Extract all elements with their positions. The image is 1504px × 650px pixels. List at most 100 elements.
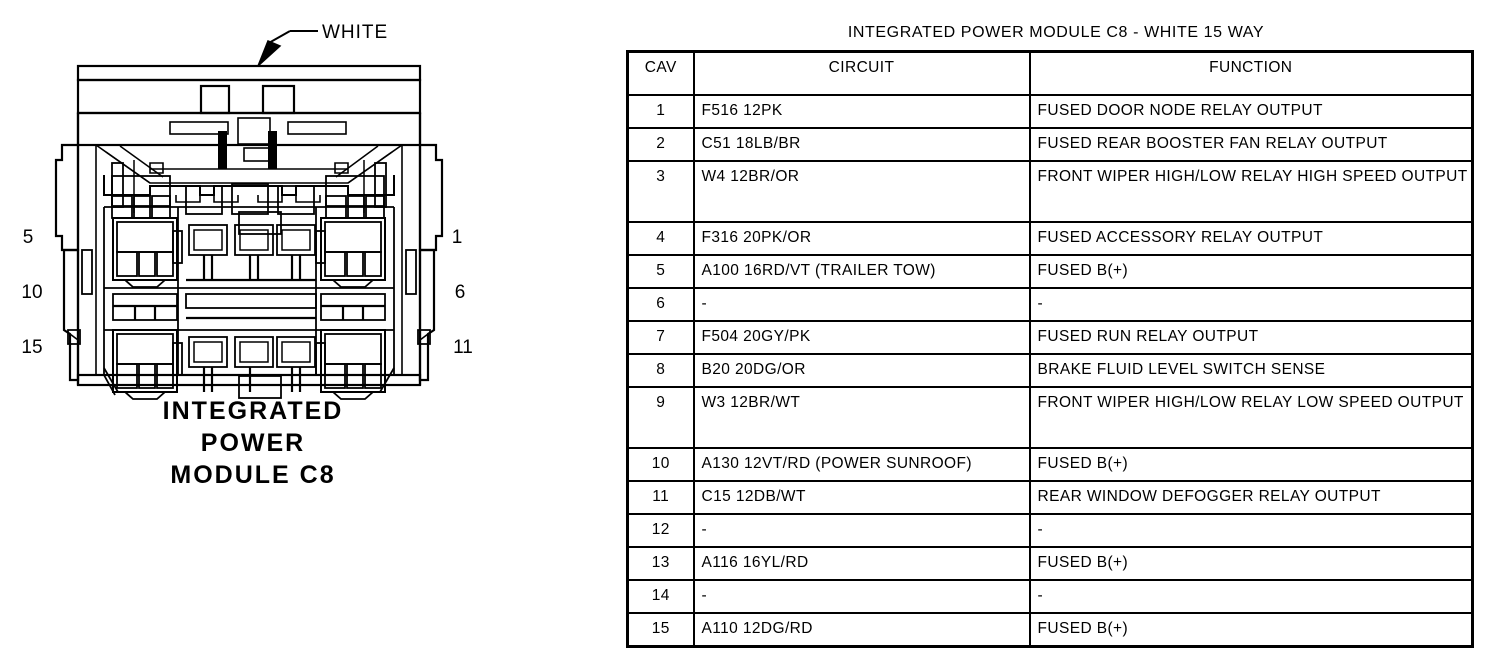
key-post-center: [237, 117, 271, 145]
cell-cav: 4: [626, 221, 695, 256]
right-lower-rail: [418, 248, 436, 382]
table-header-row: CAV CIRCUIT FUNCTION: [626, 50, 1474, 96]
cell-circuit: -: [692, 287, 1031, 322]
pin-number-right-6: 6: [455, 282, 466, 303]
pinout-table-panel: INTEGRATED POWER MODULE C8 - WHITE 15 WA…: [626, 0, 1486, 648]
terminal-retainer-bar: [103, 175, 395, 196]
cell-cav: 12: [626, 513, 695, 548]
cell-cav: 3: [626, 160, 695, 223]
table-title: INTEGRATED POWER MODULE C8 - WHITE 15 WA…: [847, 24, 1265, 41]
caption-line-1: INTEGRATED: [163, 397, 344, 425]
cell-cav: 13: [626, 546, 695, 581]
connector-illustration: WHITE 5 10 15 1 6 11 INTEGRATED POWER MO…: [21, 22, 473, 489]
top-tab-right: [261, 84, 296, 115]
column-header-cav: CAV: [626, 50, 695, 96]
pin-number-right-1: 1: [452, 227, 463, 248]
tab-right-small: [334, 162, 349, 174]
right-lock-tab: [417, 329, 431, 345]
cell-function: FUSED B(+): [1028, 546, 1474, 581]
cell-function: REAR WINDOW DEFOGGER RELAY OUTPUT: [1028, 480, 1474, 515]
cell-function: FRONT WIPER HIGH/LOW RELAY HIGH SPEED OU…: [1028, 160, 1474, 223]
cell-circuit: B20 20DG/OR: [692, 353, 1031, 388]
left-lock-slot: [81, 249, 93, 295]
cell-function: FUSED B(+): [1028, 447, 1474, 482]
table-row: 14--: [626, 579, 1474, 614]
cell-function: FUSED B(+): [1028, 612, 1474, 648]
cell-function: FUSED DOOR NODE RELAY OUTPUT: [1028, 94, 1474, 129]
cell-cav: 9: [626, 386, 695, 449]
cavity-grid-lines: [103, 206, 395, 375]
caption-line-2: POWER: [201, 429, 305, 457]
cell-function: FUSED RUN RELAY OUTPUT: [1028, 320, 1474, 355]
connector-upper-body: [76, 78, 422, 115]
cell-circuit: W4 12BR/OR: [692, 160, 1031, 223]
table-row: 12--: [626, 513, 1474, 548]
cell-cav: 1: [626, 94, 695, 129]
chamfer-hatching: [105, 145, 393, 213]
cell-circuit: -: [692, 513, 1031, 548]
white-callout-label: WHITE: [322, 22, 388, 43]
right-latch-wing: [418, 143, 444, 252]
pin-number-right-11: 11: [453, 337, 473, 358]
column-header-circuit: CIRCUIT: [692, 50, 1031, 96]
cell-circuit: C15 12DB/WT: [692, 480, 1031, 515]
key-rib-right: [268, 131, 277, 169]
cell-circuit: F316 20PK/OR: [692, 221, 1031, 256]
cell-cav: 11: [626, 480, 695, 515]
pin-number-left-5: 5: [23, 227, 34, 248]
cell-cav: 5: [626, 254, 695, 289]
key-notch-center: [243, 147, 271, 162]
pin-number-left-10: 10: [21, 282, 42, 303]
key-slot-right: [287, 121, 347, 135]
cell-function: -: [1028, 579, 1474, 614]
cavity-row-2: [112, 217, 386, 288]
left-latch-wing: [54, 143, 80, 252]
cell-function: -: [1028, 287, 1474, 322]
white-callout-leader: [266, 30, 318, 45]
cavity-row-3-strip: [112, 293, 386, 321]
cell-function: -: [1028, 513, 1474, 548]
key-rib-left: [218, 131, 227, 169]
pin-number-left-15: 15: [21, 337, 42, 358]
left-lower-rail: [62, 248, 80, 382]
connector-top-flange: [76, 64, 422, 82]
cell-cav: 14: [626, 579, 695, 614]
column-header-function: FUNCTION: [1028, 50, 1474, 96]
retainer-teeth: [175, 195, 321, 203]
white-callout-arrowhead: [257, 40, 282, 67]
cell-circuit: C51 18LB/BR: [692, 127, 1031, 162]
left-lock-tab: [67, 329, 81, 345]
guide-post-left: [111, 162, 124, 208]
cell-circuit: -: [692, 579, 1031, 614]
cell-circuit: A110 12DG/RD: [692, 612, 1031, 648]
cell-circuit: F504 20GY/PK: [692, 320, 1031, 355]
cell-circuit: A100 16RD/VT (TRAILER TOW): [692, 254, 1031, 289]
cell-cav: 7: [626, 320, 695, 355]
cavity-row-4: [103, 329, 395, 400]
right-lock-slot: [405, 249, 417, 295]
key-slot-left: [169, 121, 229, 135]
cell-circuit: W3 12BR/WT: [692, 386, 1031, 449]
cell-function: FRONT WIPER HIGH/LOW RELAY LOW SPEED OUT…: [1028, 386, 1474, 449]
cell-function: FUSED B(+): [1028, 254, 1474, 289]
caption-line-3: MODULE C8: [170, 461, 335, 489]
cell-cav: 15: [626, 612, 695, 648]
cell-cav: 8: [626, 353, 695, 388]
cell-function: BRAKE FLUID LEVEL SWITCH SENSE: [1028, 353, 1474, 388]
cell-circuit: F516 12PK: [692, 94, 1031, 129]
connector-diagram-panel: WHITE 5 10 15 1 6 11 INTEGRATED POWER MO…: [0, 0, 610, 650]
cell-circuit: A130 12VT/RD (POWER SUNROOF): [692, 447, 1031, 482]
top-tab-left: [199, 84, 231, 115]
